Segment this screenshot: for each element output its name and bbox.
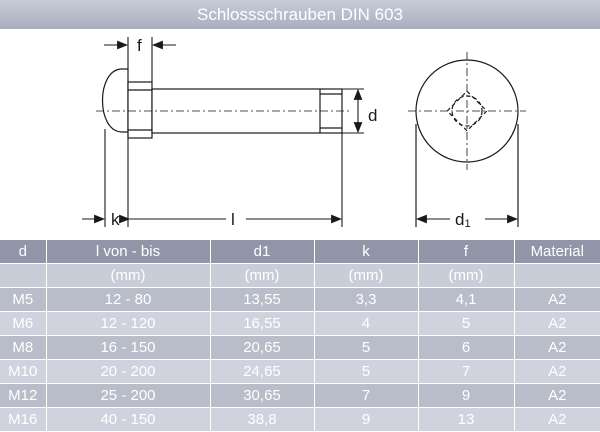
header-material: Material: [514, 240, 600, 264]
cell-l: 12 - 80: [46, 287, 211, 312]
cell-d1: 30,65: [210, 383, 315, 408]
cell-d1: 24,65: [210, 359, 315, 384]
unit-cell: (mm): [418, 263, 515, 288]
cell-k: 5: [314, 335, 419, 360]
unit-cell: [514, 263, 600, 288]
label-f: f: [137, 36, 142, 55]
label-k: k: [111, 210, 120, 229]
units-row: (mm) (mm) (mm) (mm): [0, 263, 600, 288]
table-header-row: d l von - bis d1 k f Material: [0, 240, 600, 264]
table-row: M16 40 - 150 38,8 9 13 A2: [0, 407, 600, 432]
cell-k: 3,3: [314, 287, 419, 312]
bolt-head-shape: [102, 68, 129, 133]
cell-material: A2: [514, 359, 600, 384]
cell-k: 5: [314, 359, 419, 384]
cell-d: M8: [0, 335, 47, 360]
cell-f: 9: [418, 383, 515, 408]
cell-l: 16 - 150: [46, 335, 211, 360]
header-d1: d1: [210, 240, 315, 264]
cell-d: M6: [0, 311, 47, 336]
cell-material: A2: [514, 335, 600, 360]
cell-material: A2: [514, 287, 600, 312]
unit-cell: [0, 263, 47, 288]
cell-k: 9: [314, 407, 419, 432]
label-d1: d1: [455, 210, 471, 230]
cell-l: 12 - 120: [46, 311, 211, 336]
bolt-top-view: [408, 52, 526, 227]
label-l: l: [231, 210, 235, 229]
cell-f: 13: [418, 407, 515, 432]
cell-d: M10: [0, 359, 47, 384]
unit-cell: (mm): [46, 263, 211, 288]
cell-material: A2: [514, 407, 600, 432]
dimension-k-l: [82, 129, 343, 227]
page-title: Schlossschrauben DIN 603: [0, 0, 600, 29]
bolt-technical-drawing: f d k l d1: [82, 36, 526, 230]
cell-f: 4,1: [418, 287, 515, 312]
cell-material: A2: [514, 383, 600, 408]
table-row: M8 16 - 150 20,65 5 6 A2: [0, 335, 600, 360]
cell-d1: 13,55: [210, 287, 315, 312]
header-d: d: [0, 240, 47, 264]
table-row: M5 12 - 80 13,55 3,3 4,1 A2: [0, 287, 600, 312]
cell-d: M5: [0, 287, 47, 312]
cell-d: M16: [0, 407, 47, 432]
cell-d1: 16,55: [210, 311, 315, 336]
label-d: d: [368, 106, 377, 125]
cell-f: 5: [418, 311, 515, 336]
cell-f: 7: [418, 359, 515, 384]
unit-cell: (mm): [314, 263, 419, 288]
specification-table: d l von - bis d1 k f Material (mm) (mm) …: [0, 240, 600, 432]
table-row: M12 25 - 200 30,65 7 9 A2: [0, 383, 600, 408]
cell-l: 20 - 200: [46, 359, 211, 384]
cell-l: 25 - 200: [46, 383, 211, 408]
header-f: f: [418, 240, 515, 264]
cell-f: 6: [418, 335, 515, 360]
cell-k: 7: [314, 383, 419, 408]
dimension-d: [342, 88, 364, 134]
cell-k: 4: [314, 311, 419, 336]
cell-d: M12: [0, 383, 47, 408]
unit-cell: (mm): [210, 263, 315, 288]
dimension-f: [104, 37, 176, 82]
bolt-neck-shape: [127, 81, 153, 139]
cell-material: A2: [514, 311, 600, 336]
table-row: M10 20 - 200 24,65 5 7 A2: [0, 359, 600, 384]
cell-d1: 38,8: [210, 407, 315, 432]
cell-l: 40 - 150: [46, 407, 211, 432]
cell-d1: 20,65: [210, 335, 315, 360]
table-row: M6 12 - 120 16,55 4 5 A2: [0, 311, 600, 336]
header-l: l von - bis: [46, 240, 211, 264]
header-k: k: [314, 240, 419, 264]
